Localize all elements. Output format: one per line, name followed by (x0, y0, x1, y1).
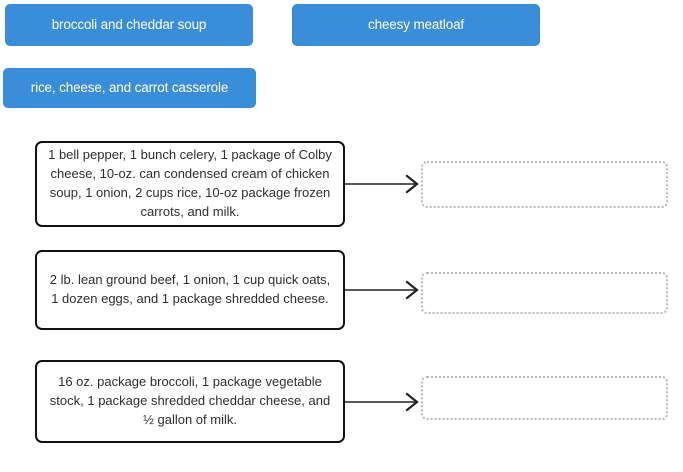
ingredient-list-box: 2 lb. lean ground beef, 1 onion, 1 cup q… (35, 250, 345, 330)
ingredient-list-box: 16 oz. package broccoli, 1 package veget… (35, 360, 345, 443)
arrow-right-icon (345, 173, 423, 195)
arrow-right-icon (345, 279, 423, 301)
draggable-option-cheesy-meatloaf[interactable]: cheesy meatloaf (292, 4, 540, 46)
matching-row: 2 lb. lean ground beef, 1 onion, 1 cup q… (0, 250, 683, 334)
draggable-option-broccoli-cheddar-soup[interactable]: broccoli and cheddar soup (5, 4, 253, 46)
matching-row: 16 oz. package broccoli, 1 package veget… (0, 360, 683, 446)
draggable-options-tray: broccoli and cheddar soup cheesy meatloa… (0, 0, 683, 120)
draggable-option-rice-cheese-carrot-casserole[interactable]: rice, cheese, and carrot casserole (3, 68, 256, 108)
drop-zone-row-2[interactable] (421, 272, 668, 314)
draggable-option-label: rice, cheese, and carrot casserole (30, 79, 229, 95)
draggable-option-label: broccoli and cheddar soup (51, 16, 207, 32)
ingredient-list-box: 1 bell pepper, 1 bunch celery, 1 package… (35, 141, 345, 227)
arrow-right-icon (345, 391, 423, 413)
drop-zone-row-3[interactable] (421, 376, 668, 420)
ingredient-list-text: 16 oz. package broccoli, 1 package veget… (49, 374, 331, 427)
ingredient-list-text: 2 lb. lean ground beef, 1 onion, 1 cup q… (49, 272, 331, 306)
draggable-option-label: cheesy meatloaf (367, 16, 465, 32)
ingredient-list-text: 1 bell pepper, 1 bunch celery, 1 package… (48, 147, 332, 219)
matching-row: 1 bell pepper, 1 bunch celery, 1 package… (0, 141, 683, 231)
drop-zone-row-1[interactable] (421, 161, 668, 208)
